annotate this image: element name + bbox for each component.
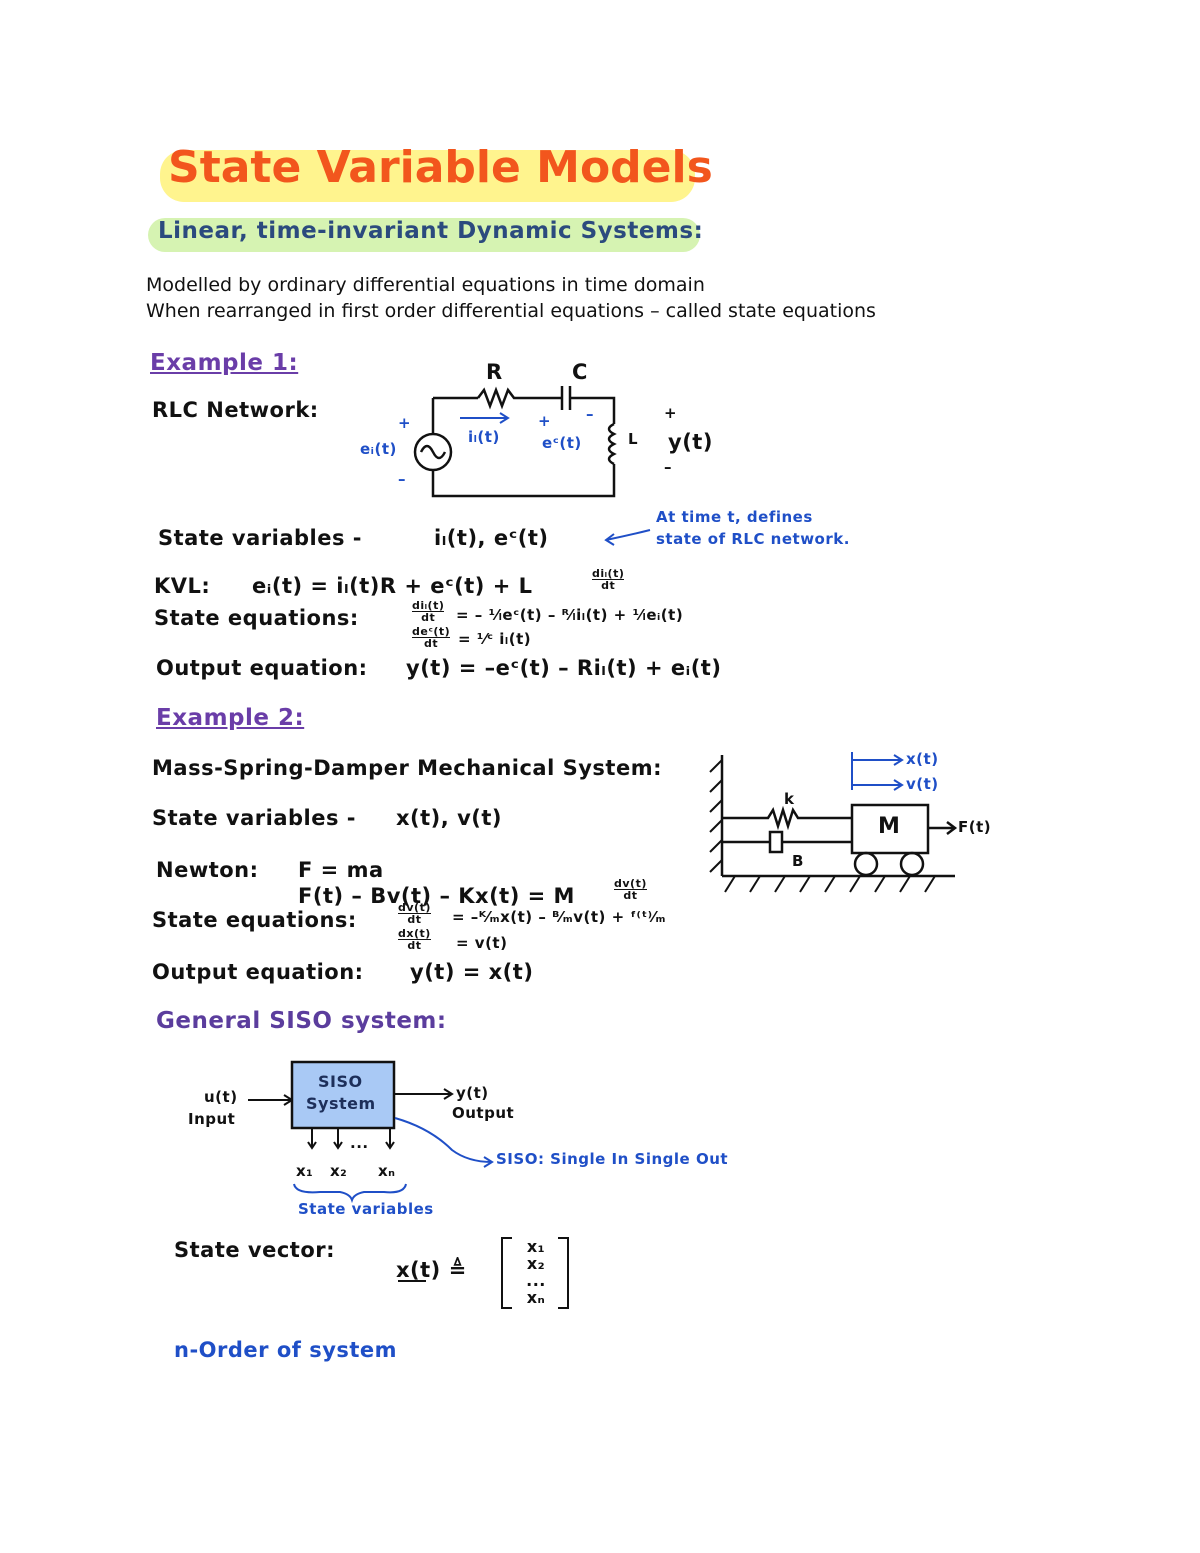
siso-state-n: xₙ	[378, 1162, 396, 1180]
newton-derivative: dv(t)dt	[614, 877, 647, 902]
vector-entry-2: x₂	[526, 1254, 546, 1273]
state-vars-label-1: State variables -	[158, 526, 363, 550]
current-label: iₗ(t)	[468, 428, 500, 446]
state-eq-1b-derivative: deᶜ(t)dt	[412, 625, 451, 650]
siso-block-line-2: System	[306, 1094, 376, 1113]
page-title: State Variable Models	[168, 142, 713, 193]
vector-entry-dots: ...	[526, 1271, 546, 1290]
rlc-note-1: At time t, defines	[656, 508, 813, 526]
spring	[722, 805, 852, 831]
vector-brackets	[398, 1237, 569, 1309]
cap-plus: +	[538, 412, 552, 430]
kvl-derivative: diₗ(t)dt	[592, 567, 625, 592]
siso-output: y(t)	[456, 1084, 489, 1102]
note-arrow	[604, 529, 651, 546]
example-1-heading: Example 1:	[150, 350, 299, 376]
capacitor-label: C	[572, 360, 588, 384]
msd-position-arrows	[851, 752, 904, 791]
state-eq-2b-derivative: dx(t)dt	[398, 927, 431, 952]
msd-velocity-label: v(t)	[906, 775, 939, 793]
siso-block	[290, 1060, 396, 1130]
wheel-left	[853, 851, 879, 877]
siso-input: u(t)	[204, 1088, 238, 1106]
newton-label: Newton:	[156, 858, 259, 882]
state-vars-label-2: State variables -	[152, 806, 357, 830]
siso-state-2: x₂	[330, 1162, 348, 1180]
msd-diagram	[709, 755, 958, 893]
spring-constant-label: k	[784, 790, 795, 808]
subtitle-highlight	[148, 218, 700, 252]
state-eq-label-2: State equations:	[152, 908, 357, 932]
msd-label: Mass-Spring-Damper Mechanical System:	[152, 756, 662, 780]
state-vector-matrix: x₁ x₂ ... xₙ	[516, 1238, 556, 1306]
ac-source	[413, 432, 453, 472]
newton-expanded: F(t) – Bv(t) – Kx(t) = M	[298, 884, 575, 908]
subtitle: Linear, time-invariant Dynamic Systems:	[158, 218, 704, 244]
siso-note: SISO: Single In Single Out	[496, 1150, 729, 1168]
state-brace	[293, 1183, 407, 1204]
source-minus: –	[398, 470, 406, 488]
siso-note-arrow	[293, 1117, 494, 1204]
rlc-circuit	[413, 386, 617, 498]
current-arrow	[460, 412, 510, 424]
inductor-label: L	[628, 430, 639, 448]
output-label: y(t)	[668, 430, 713, 454]
force-label: F(t)	[958, 818, 992, 836]
cap-minus: –	[586, 405, 594, 423]
example-2-heading: Example 2:	[156, 705, 305, 731]
state-eq-1b: = ¹⁄ᶜ iₗ(t)	[458, 630, 532, 648]
siso-output-label: Output	[452, 1104, 515, 1122]
output-eq-label-1: Output equation:	[156, 656, 368, 680]
order-note: n-Order of system	[174, 1338, 398, 1362]
output-eq-1: y(t) = –eᶜ(t) – Riₗ(t) + eᵢ(t)	[406, 656, 722, 680]
state-eq-2b: = v(t)	[456, 934, 508, 952]
rlc-network-label: RLC Network:	[152, 398, 319, 422]
state-eq-2a-derivative: dv(t)dt	[398, 901, 431, 926]
siso-block-line-1: SISO	[318, 1072, 363, 1091]
vector-entry-n: xₙ	[526, 1288, 546, 1307]
intro-line-1: Modelled by ordinary differential equati…	[146, 274, 705, 296]
siso-heading: General SISO system:	[156, 1008, 447, 1034]
vector-entry-1: x₁	[526, 1237, 546, 1256]
source-label: eᵢ(t)	[360, 440, 397, 458]
mass-label: M	[878, 814, 901, 839]
siso-state-1: x₁	[296, 1162, 314, 1180]
siso-diagram	[248, 1060, 454, 1150]
output-plus: +	[664, 404, 678, 422]
state-vars-2: x(t), v(t)	[396, 806, 502, 830]
state-vars-1: iₗ(t), eᶜ(t)	[434, 526, 549, 550]
state-eq-1a-derivative: diₗ(t)dt	[412, 599, 445, 624]
intro-line-2: When rearranged in first order different…	[146, 300, 876, 322]
kvl-equation: eᵢ(t) = iₗ(t)R + eᶜ(t) + L	[252, 574, 533, 598]
damper	[768, 830, 784, 854]
cap-voltage-label: eᶜ(t)	[542, 434, 582, 452]
resistor-label: R	[486, 360, 503, 384]
siso-state-dots: ...	[350, 1134, 369, 1152]
state-eq-1a: = – ¹⁄ₗeᶜ(t) – ᴿ⁄ₗiₗ(t) + ¹⁄ₗeᵢ(t)	[456, 606, 684, 624]
state-vector-lhs: x(t) ≜	[396, 1258, 467, 1282]
msd-position-label: x(t)	[906, 750, 939, 768]
output-eq-label-2: Output equation:	[152, 960, 364, 984]
title-highlight	[160, 150, 695, 202]
output-eq-2: y(t) = x(t)	[410, 960, 534, 984]
rlc-note-2: state of RLC network.	[656, 530, 850, 548]
newton-law: F = ma	[298, 858, 384, 882]
source-plus: +	[398, 414, 412, 432]
wheel-right	[899, 851, 925, 877]
damper-label: B	[792, 852, 804, 870]
siso-state-caption: State variables	[298, 1200, 434, 1218]
state-vector-label: State vector:	[174, 1238, 336, 1262]
output-minus: –	[664, 458, 672, 476]
siso-input-label: Input	[188, 1110, 236, 1128]
state-eq-label-1: State equations:	[154, 606, 359, 630]
resistor	[477, 386, 562, 410]
kvl-label: KVL:	[154, 574, 211, 598]
inductor-coil	[607, 422, 617, 466]
state-eq-2a: = –ᴷ⁄ₘx(t) – ᴮ⁄ₘv(t) + ᶠ⁽ᵗ⁾⁄ₘ	[452, 908, 666, 926]
